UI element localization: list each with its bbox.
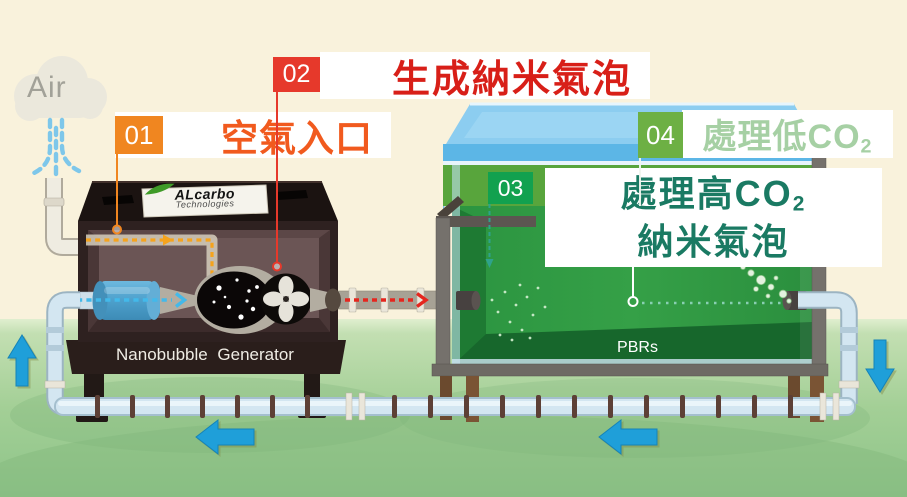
generator-label: Nanobubble Generator	[116, 345, 294, 364]
generator-base	[66, 340, 346, 374]
air-flow-dashes-icon	[31, 117, 82, 177]
cloud-icon	[14, 56, 107, 121]
step-label-03-line2: 納米氣泡	[637, 220, 790, 262]
label-box-step-02: 生成納米氣泡	[320, 52, 650, 101]
logo-leaf-icon	[144, 183, 175, 195]
flow-arrow-down	[865, 339, 895, 393]
mixing-chamber	[160, 266, 286, 334]
flow-arrows	[7, 334, 895, 456]
step-label-02: 生成納米氣泡	[392, 59, 633, 101]
air-label: Air	[27, 71, 67, 104]
bubbles-rising	[740, 264, 792, 304]
step-badge-03: 03	[488, 172, 533, 204]
tank-label: PBRs	[617, 339, 658, 356]
bubbles-small	[490, 283, 547, 342]
label-box-step-03: 處理高CO2 納米氣泡	[545, 168, 882, 267]
flow-arrow-left-2	[598, 418, 658, 456]
flow-arrow-up	[7, 334, 37, 387]
step-badge-02: 02	[273, 57, 320, 92]
water-flow-arrow	[77, 292, 188, 308]
step-label-04: 處理低CO2	[702, 118, 873, 158]
step-label-01: 空氣入口	[221, 118, 373, 159]
label-box-step-04: 處理低CO2	[682, 110, 893, 158]
step-label-03-line1: 處理高CO2	[620, 172, 807, 216]
logo-subtitle: Technologies	[175, 198, 235, 210]
step-badge-04: 04	[638, 112, 683, 158]
impeller-fan-icon	[260, 273, 312, 325]
step-badge-01: 01	[115, 116, 163, 154]
transfer-pipe	[337, 287, 447, 313]
logo-plate	[141, 184, 269, 218]
tank-inlet-port	[456, 291, 481, 310]
air-pipe	[43, 178, 84, 256]
downpipe-right	[798, 291, 860, 404]
flow-arrow-left-1	[195, 418, 255, 456]
generator-logo: ALcarbo Technologies	[143, 183, 268, 216]
nanobubble-flow-arrow	[345, 292, 429, 308]
return-pipe-bottom	[54, 392, 856, 421]
